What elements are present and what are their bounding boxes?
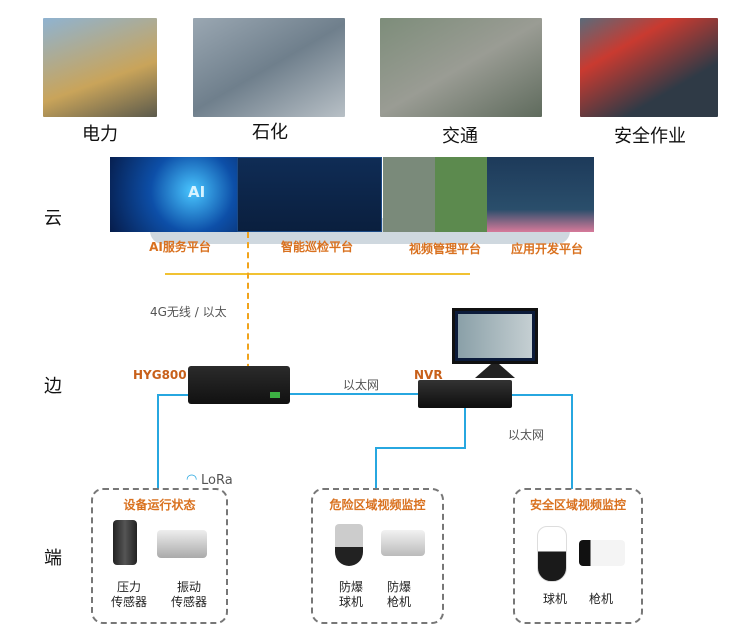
platform-video: 视频管理平台	[408, 242, 481, 256]
lora-label: LoRa	[201, 473, 233, 488]
monitor	[452, 308, 538, 364]
pressure-sensor-image	[113, 520, 137, 565]
power-photo	[43, 18, 157, 117]
wireless-link-line	[247, 232, 249, 380]
gw-down-line	[157, 394, 159, 489]
group-title: 危险区域视频监控	[329, 498, 426, 512]
group-safe-video: 安全区域视频监控 球机 枪机	[513, 488, 643, 624]
explosion-proof-bullet-image	[381, 530, 425, 556]
vibration-sensor-image	[157, 530, 207, 558]
dome-camera-label: 球机	[542, 592, 567, 606]
nvr-right-down-line	[571, 394, 573, 489]
group-title: 设备运行状态	[123, 498, 196, 512]
group-title: 安全区域视频监控	[529, 498, 626, 512]
dev-platform-image	[487, 157, 594, 232]
vibration-sensor-label: 振动 传感器	[170, 580, 207, 609]
nvr-bottom-line	[464, 406, 466, 449]
ai-logo: AI	[188, 183, 206, 201]
safety-photo	[580, 18, 718, 117]
tier-edge: 边	[44, 376, 62, 397]
dome-camera-image	[537, 526, 567, 582]
industry-label-traffic: 交通	[442, 126, 478, 147]
nvr-device	[418, 380, 512, 408]
platform-ai: AI服务平台	[149, 240, 211, 254]
tier-end: 端	[44, 548, 62, 569]
traffic-photo	[380, 18, 542, 117]
group-hazard-video: 危险区域视频监控 防爆 球机 防爆 枪机	[311, 488, 444, 624]
group-equipment-status: 设备运行状态 压力 传感器 振动 传感器	[91, 488, 228, 624]
explosion-proof-dome-label: 防爆 球机	[338, 580, 363, 609]
cloud-bus-line	[165, 273, 470, 275]
industry-label-petrochem: 石化	[252, 122, 288, 143]
explosion-proof-dome-image	[335, 524, 363, 566]
platform-dev: 应用开发平台	[510, 242, 583, 256]
bullet-camera-image	[579, 540, 625, 566]
petrochem-photo	[193, 18, 345, 117]
nvr-mid-line	[375, 447, 466, 449]
nvr-right-line	[512, 394, 573, 396]
explosion-proof-bullet-label: 防爆 枪机	[386, 580, 411, 609]
eth-link-line	[290, 393, 418, 395]
industry-label-power: 电力	[82, 124, 118, 145]
video-platform-image	[383, 157, 487, 232]
nvr-mid-down-line	[375, 447, 377, 489]
ai-platform-image: AI	[110, 157, 237, 232]
gateway-device	[188, 366, 290, 404]
wireless-link-label: 4G无线 / 以太	[150, 305, 227, 319]
eth-label-1: 以太网	[343, 378, 380, 392]
tier-cloud: 云	[44, 208, 62, 229]
bullet-camera-label: 枪机	[588, 592, 613, 606]
gw-left-line	[157, 394, 188, 396]
monitor-stand	[475, 364, 515, 378]
industry-label-safety: 安全作业	[614, 126, 686, 147]
platform-inspection: 智能巡检平台	[280, 240, 353, 254]
pressure-sensor-label: 压力 传感器	[110, 580, 147, 609]
eth-label-2: 以太网	[508, 428, 545, 442]
inspection-platform-image	[237, 157, 382, 232]
wifi-icon: ◠	[186, 472, 198, 487]
nvr-label: NVR	[414, 368, 443, 382]
gateway-label: HYG800	[133, 368, 187, 382]
